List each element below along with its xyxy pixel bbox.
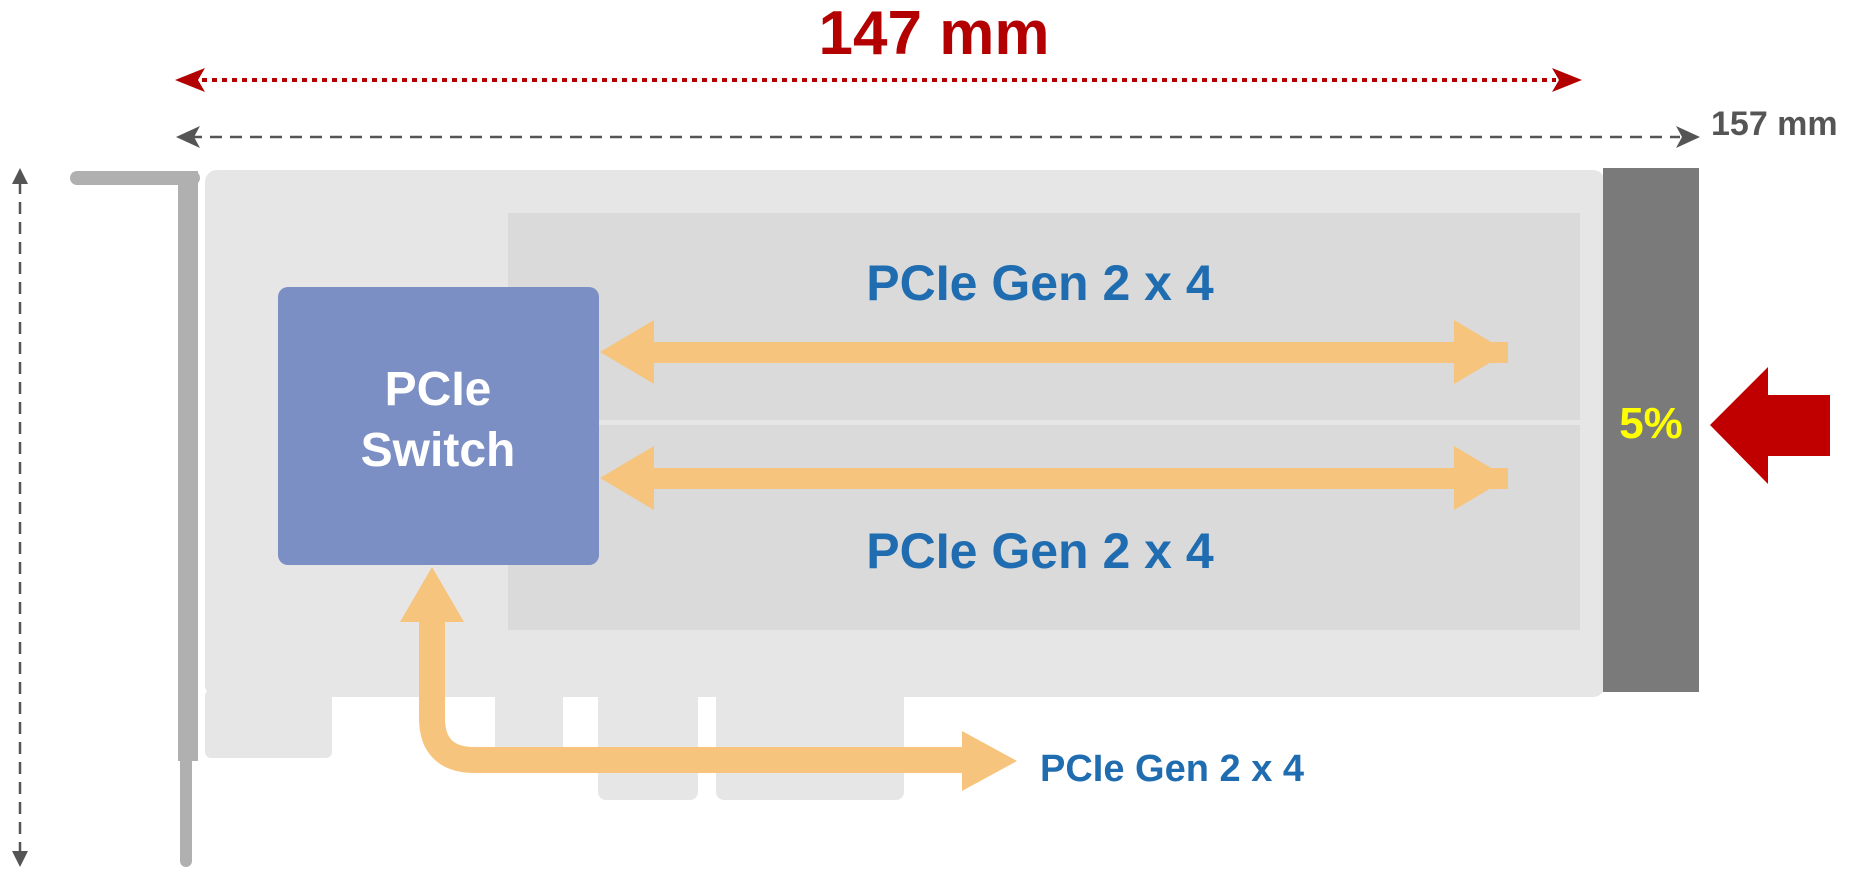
double-arrow-left-icon: [600, 320, 654, 384]
host-link-arrow: [400, 567, 1017, 791]
left-arrowhead-icon: [176, 126, 200, 148]
right-arrow-icon: [962, 731, 1017, 791]
height-dimension: [12, 168, 28, 867]
host-link-label: PCIe Gen 2 x 4: [1040, 748, 1304, 790]
switch-label-line1: PCIe: [385, 363, 492, 416]
extension-percent: 5%: [1619, 399, 1683, 448]
bottom-link-label: PCIe Gen 2 x 4: [866, 523, 1214, 579]
up-arrow-icon: [400, 567, 464, 622]
edge-connector: [495, 690, 563, 750]
top-link-label: PCIe Gen 2 x 4: [866, 255, 1214, 311]
inner-length-dimension: 147 mm: [175, 0, 1582, 92]
switch-label-line2: Switch: [361, 424, 516, 477]
pcie-switch: PCIe Switch: [278, 287, 599, 565]
extension-zone: [1603, 168, 1699, 692]
total-length-label: 157 mm: [1711, 105, 1838, 143]
up-arrowhead-icon: [12, 168, 28, 184]
total-length-dimension: 157 mm: [176, 105, 1838, 148]
left-arrowhead-icon: [175, 68, 205, 92]
slot-panel-top: [508, 213, 1580, 420]
top-link-arrow: [600, 320, 1508, 384]
down-arrowhead-icon: [12, 851, 28, 867]
double-arrow-right-icon: [1454, 446, 1508, 510]
edge-connector: [716, 690, 904, 800]
slot-panel-bottom: [508, 425, 1580, 630]
bottom-link-arrow: [600, 446, 1508, 510]
double-arrow-right-icon: [1454, 320, 1508, 384]
pointer-arrow-icon: [1710, 367, 1830, 484]
right-arrowhead-icon: [1676, 126, 1700, 148]
board-tab: [205, 690, 332, 758]
right-arrowhead-icon: [1552, 68, 1582, 92]
inner-length-label: 147 mm: [819, 0, 1050, 68]
double-arrow-left-icon: [600, 446, 654, 510]
mounting-bracket: [70, 171, 200, 867]
edge-connector: [598, 690, 698, 800]
